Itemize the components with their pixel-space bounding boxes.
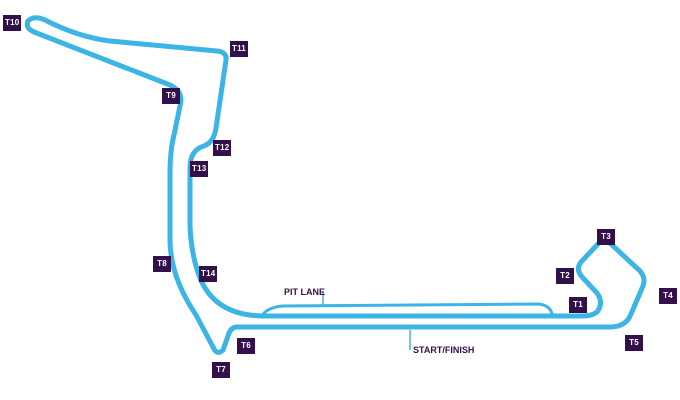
turn-label-t14: T14 [199,266,218,282]
turn-label-t7: T7 [212,362,230,378]
turn-label-t9: T9 [162,88,180,104]
pit-lane [260,302,554,318]
pit-lane-label: PIT LANE [284,287,326,297]
turn-label-t4: T4 [659,288,677,304]
turn-label-t3: T3 [597,229,615,245]
turn-label-t13: T13 [190,161,209,177]
turn-label-t6: T6 [237,338,255,354]
turn-label-t12: T12 [213,140,232,156]
turn-label-t11: T11 [230,41,248,57]
turn-label-t10: T10 [3,15,22,31]
turn-label-t8: T8 [153,256,171,272]
turn-label-t5: T5 [625,335,643,351]
turn-label-t1: T1 [569,297,587,313]
start-finish-label: START/FINISH [413,345,475,355]
circuit-track [24,15,647,355]
turn-label-t2: T2 [556,268,574,284]
